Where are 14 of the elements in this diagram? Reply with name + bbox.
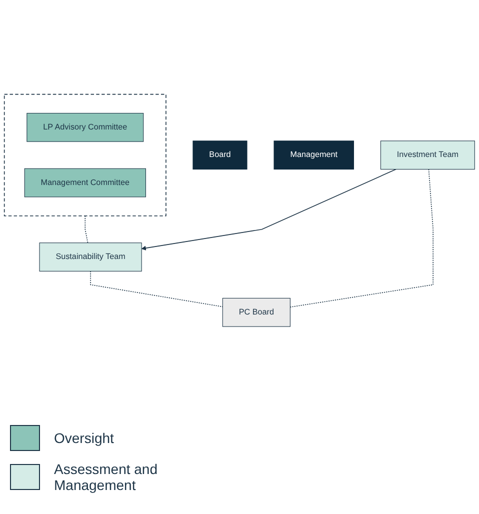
node-box: PC Board xyxy=(222,298,290,326)
node-box: Management Committee xyxy=(24,168,146,197)
legend-label: Assessment and Management xyxy=(54,461,158,493)
arrow xyxy=(141,168,396,250)
legend-label: Oversight xyxy=(54,430,115,446)
node-box: Investment Team xyxy=(380,140,475,170)
connector xyxy=(290,168,434,308)
node-box: Board xyxy=(192,140,248,170)
cluster xyxy=(4,93,166,216)
node-box: Sustainability Team xyxy=(39,242,142,272)
connector xyxy=(84,215,88,243)
node-box: Management xyxy=(274,140,354,170)
node-box: LP Advisory Committee xyxy=(26,112,144,142)
connector xyxy=(90,270,224,307)
